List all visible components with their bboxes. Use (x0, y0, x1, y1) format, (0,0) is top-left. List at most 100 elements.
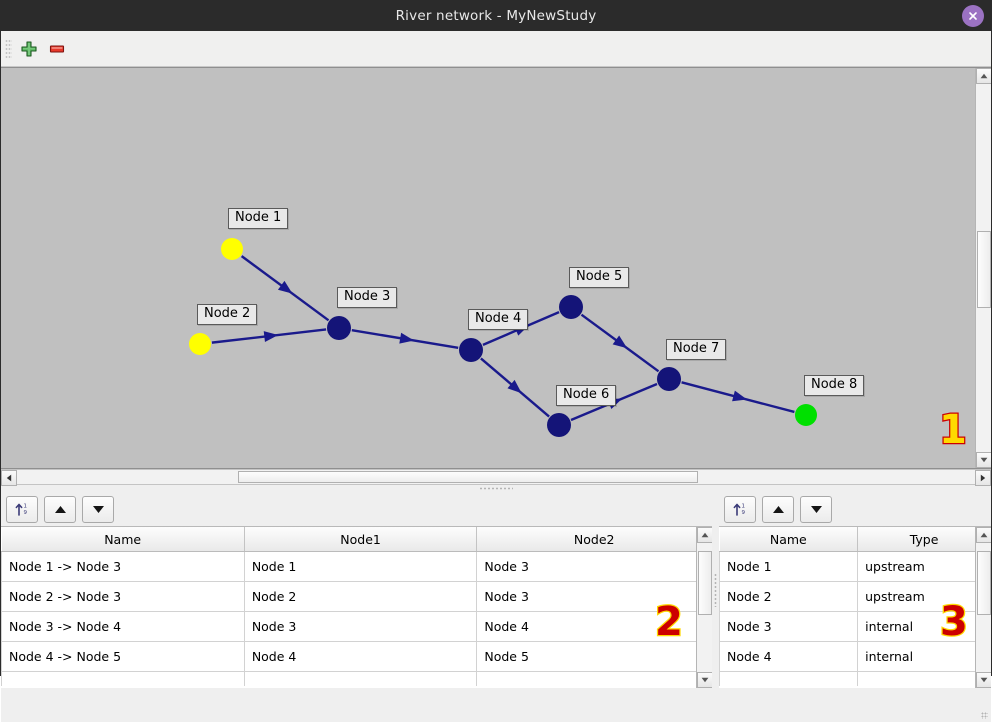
graph-node[interactable] (221, 238, 243, 260)
table-cell[interactable]: Node 2 -> Node 3 (1, 581, 245, 612)
graph-node[interactable] (559, 295, 583, 319)
table-cell[interactable]: internal (857, 641, 991, 672)
links-vertical-scrollbar[interactable] (696, 527, 712, 688)
resize-grip[interactable] (981, 712, 988, 719)
nodes-scroll-up-button[interactable] (976, 527, 991, 543)
links-move-up-button[interactable] (44, 495, 76, 523)
table-cell[interactable]: Node 1 -> Node 3 (1, 551, 245, 582)
splitter-grip (479, 487, 513, 490)
table-cell-empty[interactable] (857, 671, 991, 686)
graph-scroll-right-button[interactable] (975, 470, 991, 486)
graph-node-label[interactable]: Node 1 (228, 208, 289, 229)
toolbar-drag-handle[interactable] (5, 38, 12, 59)
graph-node-layer (189, 238, 817, 437)
graph-node-label[interactable]: Node 3 (337, 287, 398, 308)
graph-node[interactable] (657, 367, 681, 391)
table-cell[interactable]: Node 4 (244, 641, 478, 672)
graph-vertical-scrollbar[interactable] (975, 68, 991, 468)
table-cell[interactable]: Node 4 -> Node 5 (1, 641, 245, 672)
graph-node-label[interactable]: Node 5 (569, 267, 630, 288)
graph-scroll-down-button[interactable] (976, 452, 991, 468)
nodes-vertical-scrollbar[interactable] (975, 527, 991, 688)
graph-scroll-up-button[interactable] (976, 68, 991, 84)
table-cell-empty[interactable] (476, 671, 712, 686)
close-button[interactable] (962, 5, 984, 27)
vertical-splitter[interactable] (712, 492, 719, 688)
graph-node[interactable] (189, 333, 211, 355)
column-header-node1[interactable]: Node1 (244, 527, 478, 552)
table-cell-empty[interactable] (244, 671, 478, 686)
table-cell[interactable]: Node 3 -> Node 4 (1, 611, 245, 642)
table-row-empty[interactable] (1, 671, 712, 686)
column-header-node2[interactable]: Node2 (476, 527, 712, 552)
table-cell[interactable]: Node 3 (244, 611, 478, 642)
table-cell[interactable]: Node 4 (476, 611, 712, 642)
add-node-button[interactable] (15, 35, 43, 63)
nodes-move-up-button[interactable] (762, 495, 794, 523)
links-scroll-down-button[interactable] (697, 672, 712, 688)
remove-node-button[interactable] (43, 35, 71, 63)
network-graph-canvas[interactable] (1, 68, 976, 468)
svg-text:1: 1 (24, 504, 28, 510)
links-scroll-up-button[interactable] (697, 527, 712, 543)
graph-node[interactable] (795, 404, 817, 426)
column-header-type[interactable]: Type (857, 527, 991, 552)
table-cell[interactable]: Node 2 (244, 581, 478, 612)
table-cell[interactable]: upstream (857, 551, 991, 582)
graph-node-label[interactable]: Node 4 (468, 309, 529, 330)
graph-scroll-left-button[interactable] (1, 470, 17, 486)
table-cell[interactable]: upstream (857, 581, 991, 612)
graph-node-label[interactable]: Node 2 (197, 304, 258, 325)
table-cell-empty[interactable] (719, 671, 859, 686)
table-cell[interactable]: Node 3 (476, 551, 712, 582)
table-cell[interactable]: Node 3 (719, 611, 859, 642)
links-move-down-button[interactable] (82, 495, 114, 523)
nodes-sort-button[interactable]: 1 9 (724, 495, 756, 523)
nodes-move-down-button[interactable] (800, 495, 832, 523)
graph-node-label[interactable]: Node 7 (666, 339, 727, 360)
graph-node[interactable] (459, 338, 483, 362)
table-cell-empty[interactable] (1, 671, 245, 686)
graph-horizontal-scrollbar[interactable] (1, 469, 991, 486)
nodes-scroll-down-button[interactable] (976, 672, 991, 688)
table-cell[interactable]: Node 5 (476, 641, 712, 672)
horizontal-splitter[interactable] (1, 485, 991, 492)
column-header-name[interactable]: Name (1, 527, 245, 552)
table-cell[interactable]: internal (857, 611, 991, 642)
graph-node[interactable] (327, 316, 351, 340)
table-cell[interactable]: Node 2 (719, 581, 859, 612)
table-cell[interactable]: Node 1 (244, 551, 478, 582)
table-cell[interactable]: Node 1 (719, 551, 859, 582)
links-sort-button[interactable]: 1 9 (6, 495, 38, 523)
window-title: River network - MyNewStudy (395, 8, 597, 24)
table-row-empty[interactable] (719, 671, 991, 686)
graph-hscroll-thumb[interactable] (238, 471, 698, 483)
add-plus-icon (21, 40, 37, 57)
table-cell[interactable]: Node 4 (719, 641, 859, 672)
links-scroll-thumb[interactable] (698, 550, 712, 616)
column-header-name[interactable]: Name (719, 527, 859, 552)
table-cell[interactable]: Node 3 (476, 581, 712, 612)
arrow-up-icon (772, 505, 784, 513)
graph-node-label[interactable]: Node 8 (804, 375, 865, 396)
graph-scroll-thumb[interactable] (977, 231, 991, 309)
nodes-scroll-thumb[interactable] (977, 550, 991, 616)
network-graph-panel[interactable]: Node 1 Node 2 Node 3 Node 4 Node 5 Node 6 Node… (1, 67, 991, 469)
graph-node[interactable] (547, 413, 571, 437)
graph-node-label[interactable]: Node 6 (556, 385, 617, 406)
